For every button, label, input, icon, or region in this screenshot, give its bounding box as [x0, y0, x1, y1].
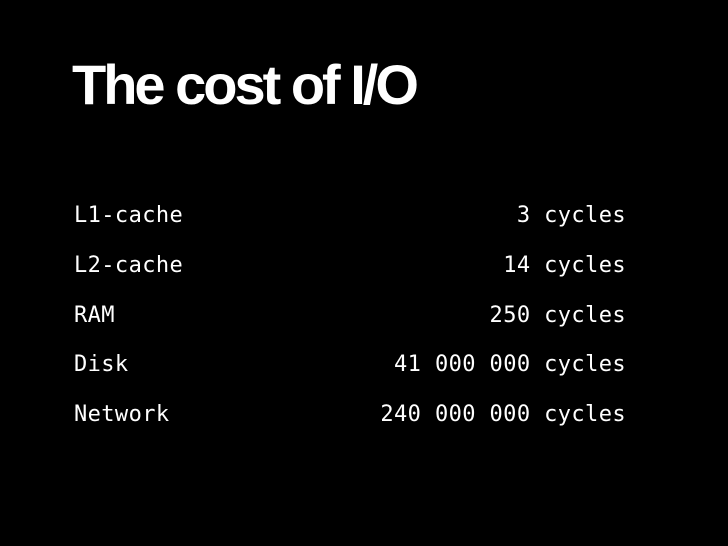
row-value: 250 cycles: [489, 302, 626, 328]
row-label: L2-cache: [74, 252, 184, 278]
row-label: Disk: [74, 352, 129, 378]
io-cost-table: L1-cache 3 cycles L2-cache 14 cycles RAM…: [74, 196, 626, 445]
slide-title: The cost of I/O: [72, 53, 419, 116]
table-row-l2-cache: L2-cache 14 cycles: [74, 246, 626, 296]
row-label: L1-cache: [74, 203, 184, 228]
table-row-network: Network 240 000 000 cycles: [74, 395, 626, 445]
table-row-l1-cache: L1-cache 3 cycles: [74, 196, 626, 246]
table-row-disk: Disk 41 000 000 cycles: [74, 345, 626, 395]
row-value: 240 000 000 cycles: [380, 402, 626, 427]
row-value: 3 cycles: [516, 203, 626, 228]
row-label: RAM: [74, 302, 115, 328]
row-value: 14 cycles: [503, 252, 626, 278]
table-row-ram: RAM 250 cycles: [74, 296, 626, 346]
row-value: 41 000 000 cycles: [394, 352, 626, 378]
row-label: Network: [74, 402, 170, 427]
